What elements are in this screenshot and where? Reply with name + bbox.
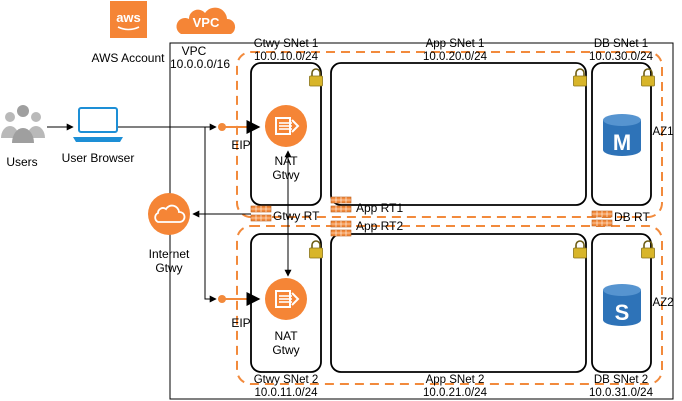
gtwy-route-table-icon	[250, 214, 272, 222]
gtwy-subnet-2-name: Gtwy SNet 2	[254, 374, 319, 386]
master-database-icon: M	[603, 114, 641, 156]
db-route-table-icon	[591, 219, 613, 227]
db-rt-label: DB RT	[614, 210, 650, 224]
users-icon	[1, 105, 45, 143]
db-route-table-icon	[591, 210, 613, 218]
svg-text:VPC: VPC	[193, 15, 220, 30]
eip-icon	[218, 292, 261, 306]
app-rt1-label: App RT1	[356, 201, 403, 215]
users-label: Users	[6, 155, 37, 169]
aws-account-label: AWS Account	[92, 51, 166, 65]
igw-label-line2: Gtwy	[155, 261, 182, 275]
vpc-cloud-icon: VPC	[176, 7, 236, 34]
standby-database-icon: S	[603, 284, 641, 326]
gtwy-rt-label: Gtwy RT	[273, 209, 320, 223]
app-route-table-icon	[330, 229, 352, 237]
app-subnet-1-name: App SNet 1	[426, 38, 485, 50]
eip-icon	[218, 120, 261, 134]
db-subnet-1-cidr: 10.0.30.0/24	[589, 51, 654, 63]
vpc-cidr: 10.0.0.0/16	[170, 57, 230, 71]
db-subnet-2-name: DB SNet 2	[594, 374, 648, 386]
nat-gateway-icon	[264, 277, 308, 321]
gtwy-subnet-1-name: Gtwy SNet 1	[254, 38, 319, 50]
az1-label: AZ1	[652, 126, 673, 138]
nat-gateway-icon	[264, 104, 308, 148]
eip-label-1: EIP	[231, 138, 250, 152]
nat-gtwy-1-line1: NAT	[274, 154, 298, 168]
db-subnet-1-name: DB SNet 1	[594, 38, 648, 50]
app-subnet-2	[330, 233, 587, 373]
nat-gtwy-2-line1: NAT	[274, 329, 298, 343]
gtwy-route-table-icon	[250, 205, 272, 213]
gtwy-subnet-2-cidr: 10.0.11.0/24	[254, 387, 318, 399]
app-route-table-icon	[330, 205, 352, 213]
app-subnet-2-cidr: 10.0.21.0/24	[423, 387, 488, 399]
svg-text:aws: aws	[116, 10, 141, 25]
nat-gtwy-2-line2: Gtwy	[272, 343, 299, 357]
vpc-name: VPC	[182, 44, 207, 58]
app-subnet-2-name: App SNet 2	[426, 374, 485, 386]
laptop-icon	[73, 107, 123, 142]
svg-text:S: S	[615, 300, 630, 325]
az2-boundary	[236, 225, 663, 385]
eip-label-2: EIP	[231, 316, 250, 330]
az2-label: AZ2	[652, 297, 673, 309]
gtwy-subnet-1-cidr: 10.0.10.0/24	[254, 51, 319, 63]
nat-gtwy-1-line2: Gtwy	[272, 168, 299, 182]
az1-boundary	[236, 51, 663, 218]
db-subnet-2-cidr: 10.0.31.0/24	[589, 387, 654, 399]
app-route-table-icon	[330, 196, 352, 204]
app-subnet-1-cidr: 10.0.20.0/24	[423, 51, 488, 63]
svg-text:M: M	[613, 130, 631, 155]
user-browser-label: User Browser	[62, 151, 135, 165]
app-subnet-1	[330, 62, 587, 206]
app-rt2-label: App RT2	[356, 219, 403, 233]
internet-gateway-icon	[148, 193, 190, 235]
aws-logo: aws	[110, 1, 147, 38]
igw-label-line1: Internet	[149, 247, 190, 261]
app-route-table-icon	[330, 220, 352, 228]
browser-to-eip1-line	[118, 126, 217, 303]
